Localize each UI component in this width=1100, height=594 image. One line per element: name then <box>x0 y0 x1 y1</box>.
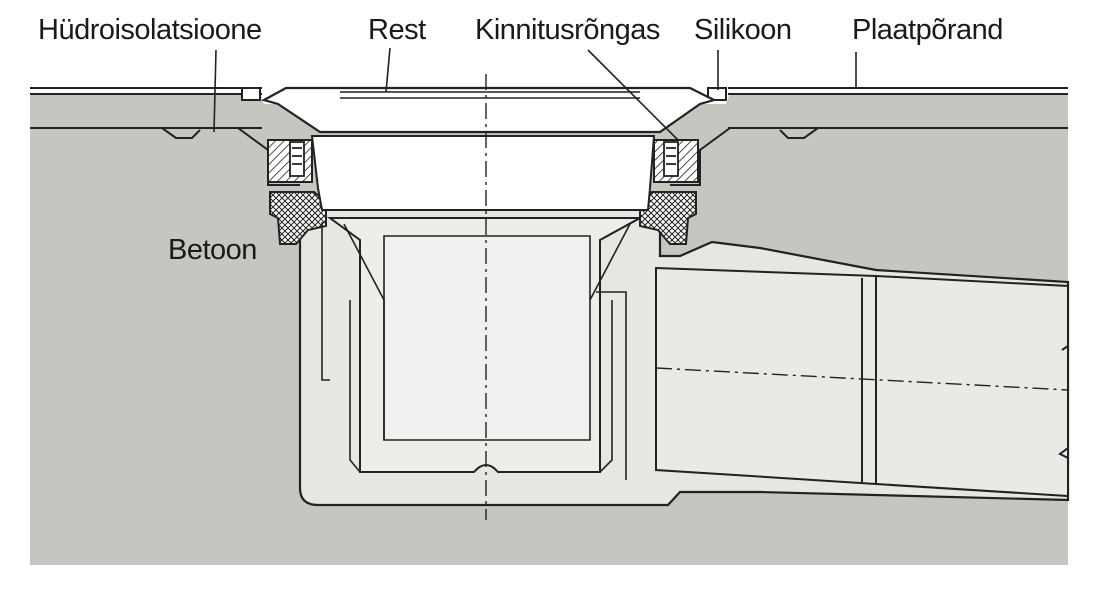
callout-silicone: Silikoon <box>694 14 792 46</box>
callout-clamping-ring: Kinnitusrõngas <box>475 14 660 46</box>
funnel-collar <box>310 135 656 211</box>
label-concrete: Betoon <box>168 234 257 266</box>
trap-inner <box>383 235 591 441</box>
silicone-left <box>241 87 261 101</box>
outlet-pipe <box>655 266 1069 498</box>
pipe-end-mark-top <box>1061 345 1069 351</box>
callout-leaders <box>213 47 857 141</box>
clamping-ring-screws <box>289 141 679 177</box>
pipe-end-mark-bottom <box>1058 447 1069 459</box>
silicone-right <box>707 87 727 101</box>
callout-waterproofing: Hüdroisolatsioone <box>38 14 262 46</box>
callout-floor-slab: Plaatpõrand <box>852 14 1003 46</box>
grate-bars <box>340 91 640 99</box>
trap-walls <box>321 222 631 480</box>
grate-frame <box>261 86 718 134</box>
callout-grate: Rest <box>368 14 426 46</box>
floor-slab <box>30 87 1068 129</box>
pipe-centerline <box>655 367 1069 391</box>
